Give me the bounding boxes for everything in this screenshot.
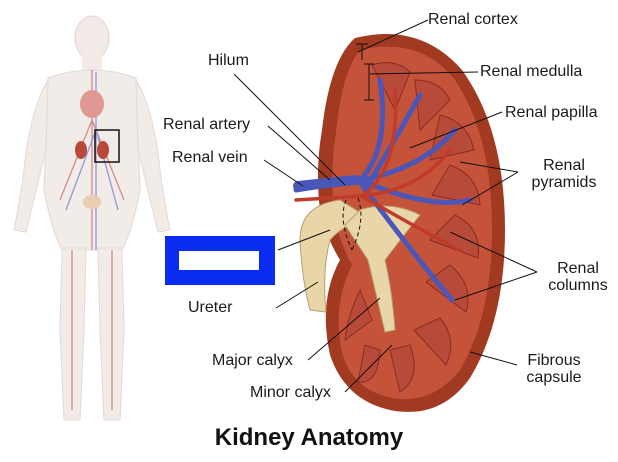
label-ureter: Ureter	[188, 299, 233, 316]
label-renal-artery: Renal artery	[163, 116, 251, 133]
label-fibrous-capsule-line2: capsule	[526, 369, 582, 386]
label-renal-vein: Renal vein	[172, 149, 248, 166]
human-body-figure	[13, 15, 171, 421]
hidden-label-blank	[179, 251, 259, 270]
label-renal-columns-line1: Renal	[557, 260, 599, 277]
label-hilum: Hilum	[208, 52, 249, 69]
kidney-cross-section	[293, 34, 505, 412]
label-renal-papilla: Renal papilla	[505, 104, 598, 121]
right-kidney-thumb	[97, 141, 109, 159]
label-fibrous-capsule: Fibrous capsule	[514, 352, 594, 386]
zoom-box	[94, 129, 120, 163]
hidden-label-box[interactable]	[165, 236, 275, 285]
label-renal-columns: Renal columns	[538, 260, 618, 294]
label-renal-pyramids-line1: Renal	[543, 157, 585, 174]
label-renal-medulla: Renal medulla	[480, 63, 583, 80]
label-renal-columns-line2: columns	[548, 277, 608, 294]
leader-lines	[233, 19, 538, 393]
label-renal-cortex: Renal cortex	[428, 11, 518, 28]
label-renal-pyramids: Renal pyramids	[524, 157, 604, 191]
label-fibrous-capsule-line1: Fibrous	[527, 352, 581, 369]
label-minor-calyx: Minor calyx	[250, 384, 331, 401]
left-kidney-thumb	[75, 141, 87, 159]
label-renal-pyramids-line2: pyramids	[531, 174, 597, 191]
label-major-calyx: Major calyx	[212, 352, 293, 369]
diagram-title: Kidney Anatomy	[214, 424, 404, 451]
